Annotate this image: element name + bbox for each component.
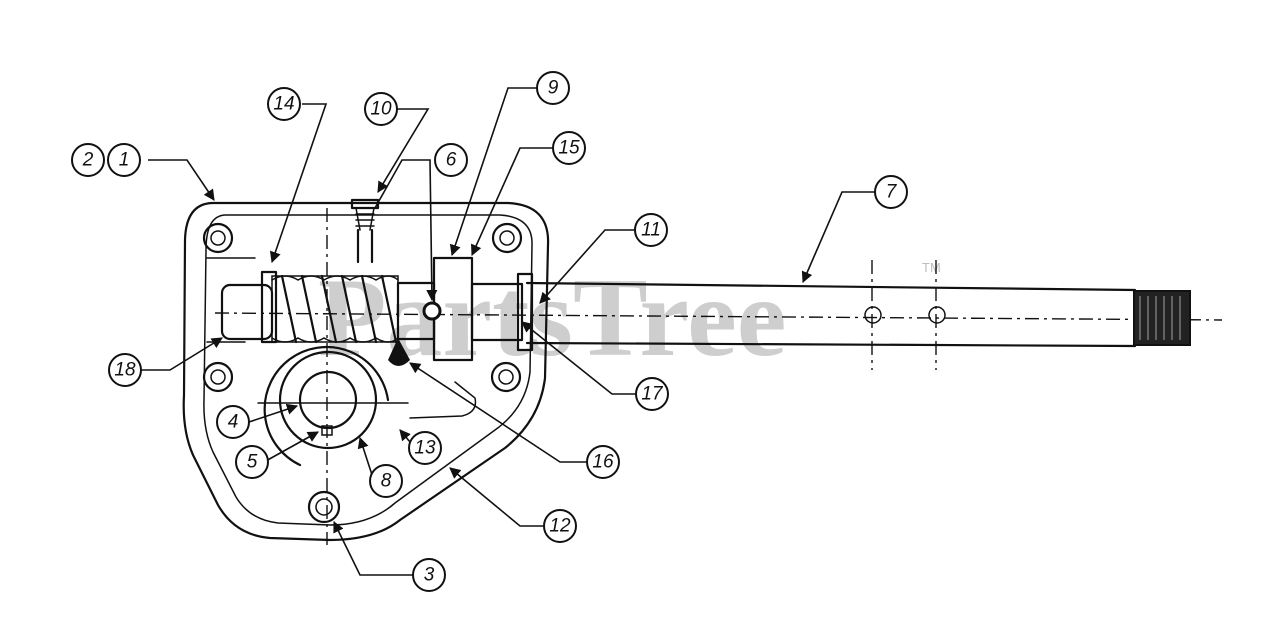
svg-text:13: 13 xyxy=(414,438,436,459)
watermark-trademark: TM xyxy=(922,260,941,275)
grease-fitting xyxy=(388,338,410,366)
callout-14: 14 xyxy=(267,87,301,121)
input-shaft-bearing xyxy=(220,256,534,362)
callout-18: 18 xyxy=(108,353,142,387)
bolt-bosses xyxy=(202,222,523,524)
svg-text:3: 3 xyxy=(424,565,435,586)
callout-12: 12 xyxy=(543,509,577,543)
svg-text:10: 10 xyxy=(370,99,392,120)
callout-15: 15 xyxy=(552,131,586,165)
callout-2: 2 xyxy=(71,143,105,177)
fill-plug xyxy=(350,198,380,264)
svg-text:4: 4 xyxy=(228,412,239,433)
svg-text:17: 17 xyxy=(641,384,664,405)
callout-7: 7 xyxy=(874,175,908,209)
callout-8: 8 xyxy=(369,464,403,498)
svg-text:9: 9 xyxy=(548,78,559,99)
worm-wheel xyxy=(257,346,409,467)
callout-1: 1 xyxy=(107,143,141,177)
callout-16: 16 xyxy=(586,445,620,479)
callout-4: 4 xyxy=(216,405,250,439)
svg-text:12: 12 xyxy=(549,516,571,537)
callout-13: 13 xyxy=(408,431,442,465)
callout-11: 11 xyxy=(634,213,668,247)
callout-5: 5 xyxy=(235,445,269,479)
svg-text:16: 16 xyxy=(592,452,614,473)
svg-text:18: 18 xyxy=(114,360,136,381)
svg-text:15: 15 xyxy=(558,138,580,159)
callout-3: 3 xyxy=(412,558,446,592)
output-shaft xyxy=(525,281,1191,348)
callout-6: 6 xyxy=(434,143,468,177)
leader-lines xyxy=(140,87,876,576)
callout-17: 17 xyxy=(635,377,669,411)
svg-text:1: 1 xyxy=(119,150,130,171)
svg-text:11: 11 xyxy=(641,220,661,241)
worm-gear xyxy=(271,274,399,344)
svg-text:5: 5 xyxy=(247,452,258,473)
callout-10: 10 xyxy=(364,92,398,126)
svg-text:2: 2 xyxy=(82,150,94,171)
callout-9: 9 xyxy=(536,71,570,105)
svg-text:14: 14 xyxy=(273,94,294,115)
svg-text:6: 6 xyxy=(446,150,457,171)
watermark-text: PartsTree xyxy=(318,256,787,380)
svg-text:8: 8 xyxy=(381,471,392,492)
svg-text:7: 7 xyxy=(886,182,898,203)
centerlines xyxy=(214,208,1223,545)
